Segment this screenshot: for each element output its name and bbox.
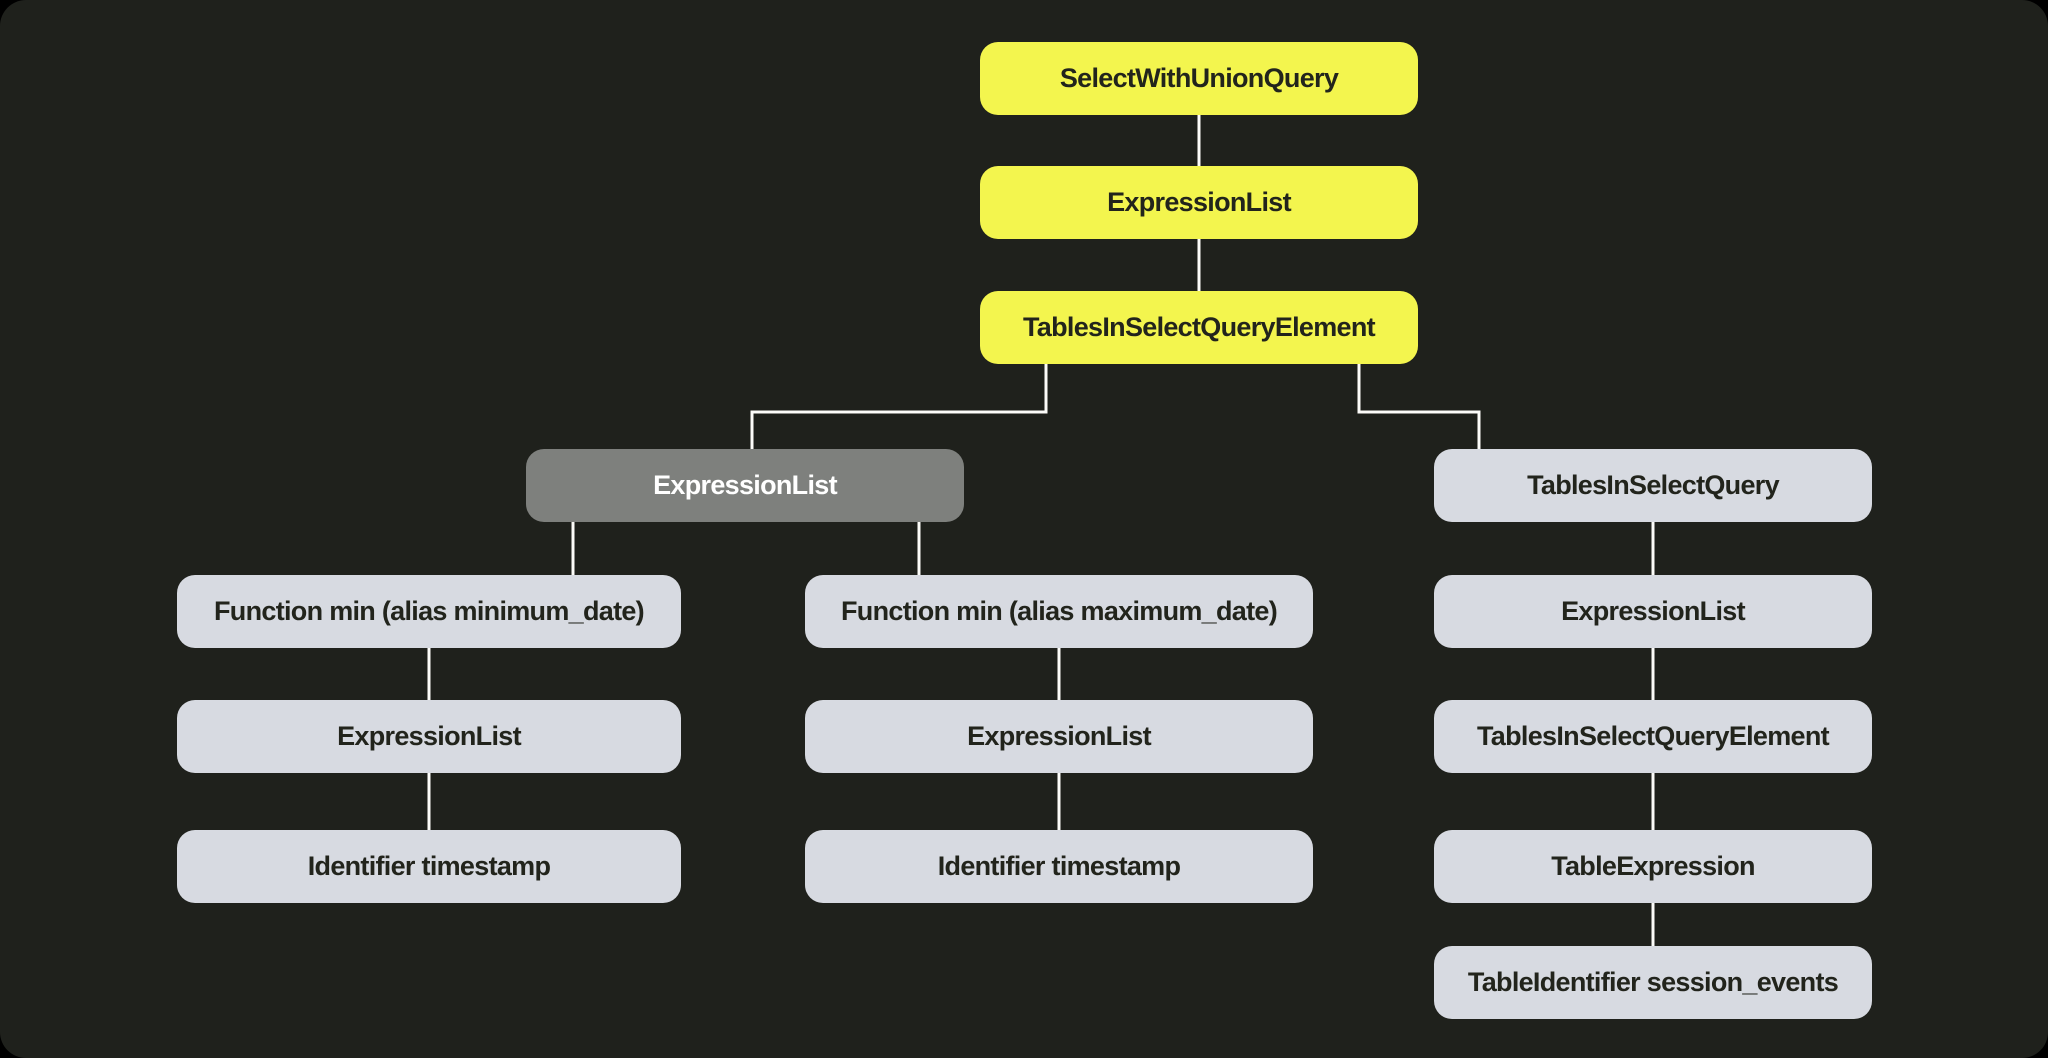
ast-node-expression-list-left[interactable]: ExpressionList xyxy=(177,700,681,773)
ast-node-label: ExpressionList xyxy=(967,721,1151,751)
ast-node-label: TableExpression xyxy=(1551,851,1755,881)
ast-node-table-identifier-session-events[interactable]: TableIdentifier session_events xyxy=(1434,946,1872,1019)
ast-node-label: Identifier timestamp xyxy=(937,851,1181,881)
ast-node-label: Function min (alias maximum_date) xyxy=(841,596,1278,626)
ast-node-label: TablesInSelectQueryElement xyxy=(1477,721,1830,751)
ast-node-select-with-union-query[interactable]: SelectWithUnionQuery xyxy=(980,42,1418,115)
ast-node-label: ExpressionList xyxy=(337,721,521,751)
ast-node-function-min-minimum-date[interactable]: Function min (alias minimum_date) xyxy=(177,575,681,648)
ast-node-tables-in-select-query-element-top[interactable]: TablesInSelectQueryElement xyxy=(980,291,1418,364)
ast-node-expression-list-top[interactable]: ExpressionList xyxy=(980,166,1418,239)
ast-node-label: TablesInSelectQuery xyxy=(1527,470,1780,500)
ast-node-tables-in-select-query[interactable]: TablesInSelectQuery xyxy=(1434,449,1872,522)
ast-node-label: SelectWithUnionQuery xyxy=(1059,63,1339,93)
ast-node-identifier-timestamp-left[interactable]: Identifier timestamp xyxy=(177,830,681,903)
ast-node-table-expression[interactable]: TableExpression xyxy=(1434,830,1872,903)
ast-node-expression-list-selected[interactable]: ExpressionList xyxy=(526,449,964,522)
ast-node-expression-list-middle[interactable]: ExpressionList xyxy=(805,700,1313,773)
ast-node-label: Identifier timestamp xyxy=(307,851,551,881)
ast-node-identifier-timestamp-middle[interactable]: Identifier timestamp xyxy=(805,830,1313,903)
ast-node-label: ExpressionList xyxy=(1561,596,1745,626)
edge-tables-in-select-query-element-top--tables-in-select-query xyxy=(1357,364,1481,449)
ast-node-label: ExpressionList xyxy=(1107,187,1291,217)
edge-tables-in-select-query-element-top--expression-list-selected xyxy=(750,364,1048,449)
ast-node-label: TableIdentifier session_events xyxy=(1467,967,1839,997)
ast-node-tables-in-select-query-element-right[interactable]: TablesInSelectQueryElement xyxy=(1434,700,1872,773)
ast-node-function-min-maximum-date[interactable]: Function min (alias maximum_date) xyxy=(805,575,1313,648)
ast-node-label: Function min (alias minimum_date) xyxy=(214,596,645,626)
ast-node-label: TablesInSelectQueryElement xyxy=(1023,312,1376,342)
ast-node-label: ExpressionList xyxy=(653,470,837,500)
ast-node-expression-list-right[interactable]: ExpressionList xyxy=(1434,575,1872,648)
